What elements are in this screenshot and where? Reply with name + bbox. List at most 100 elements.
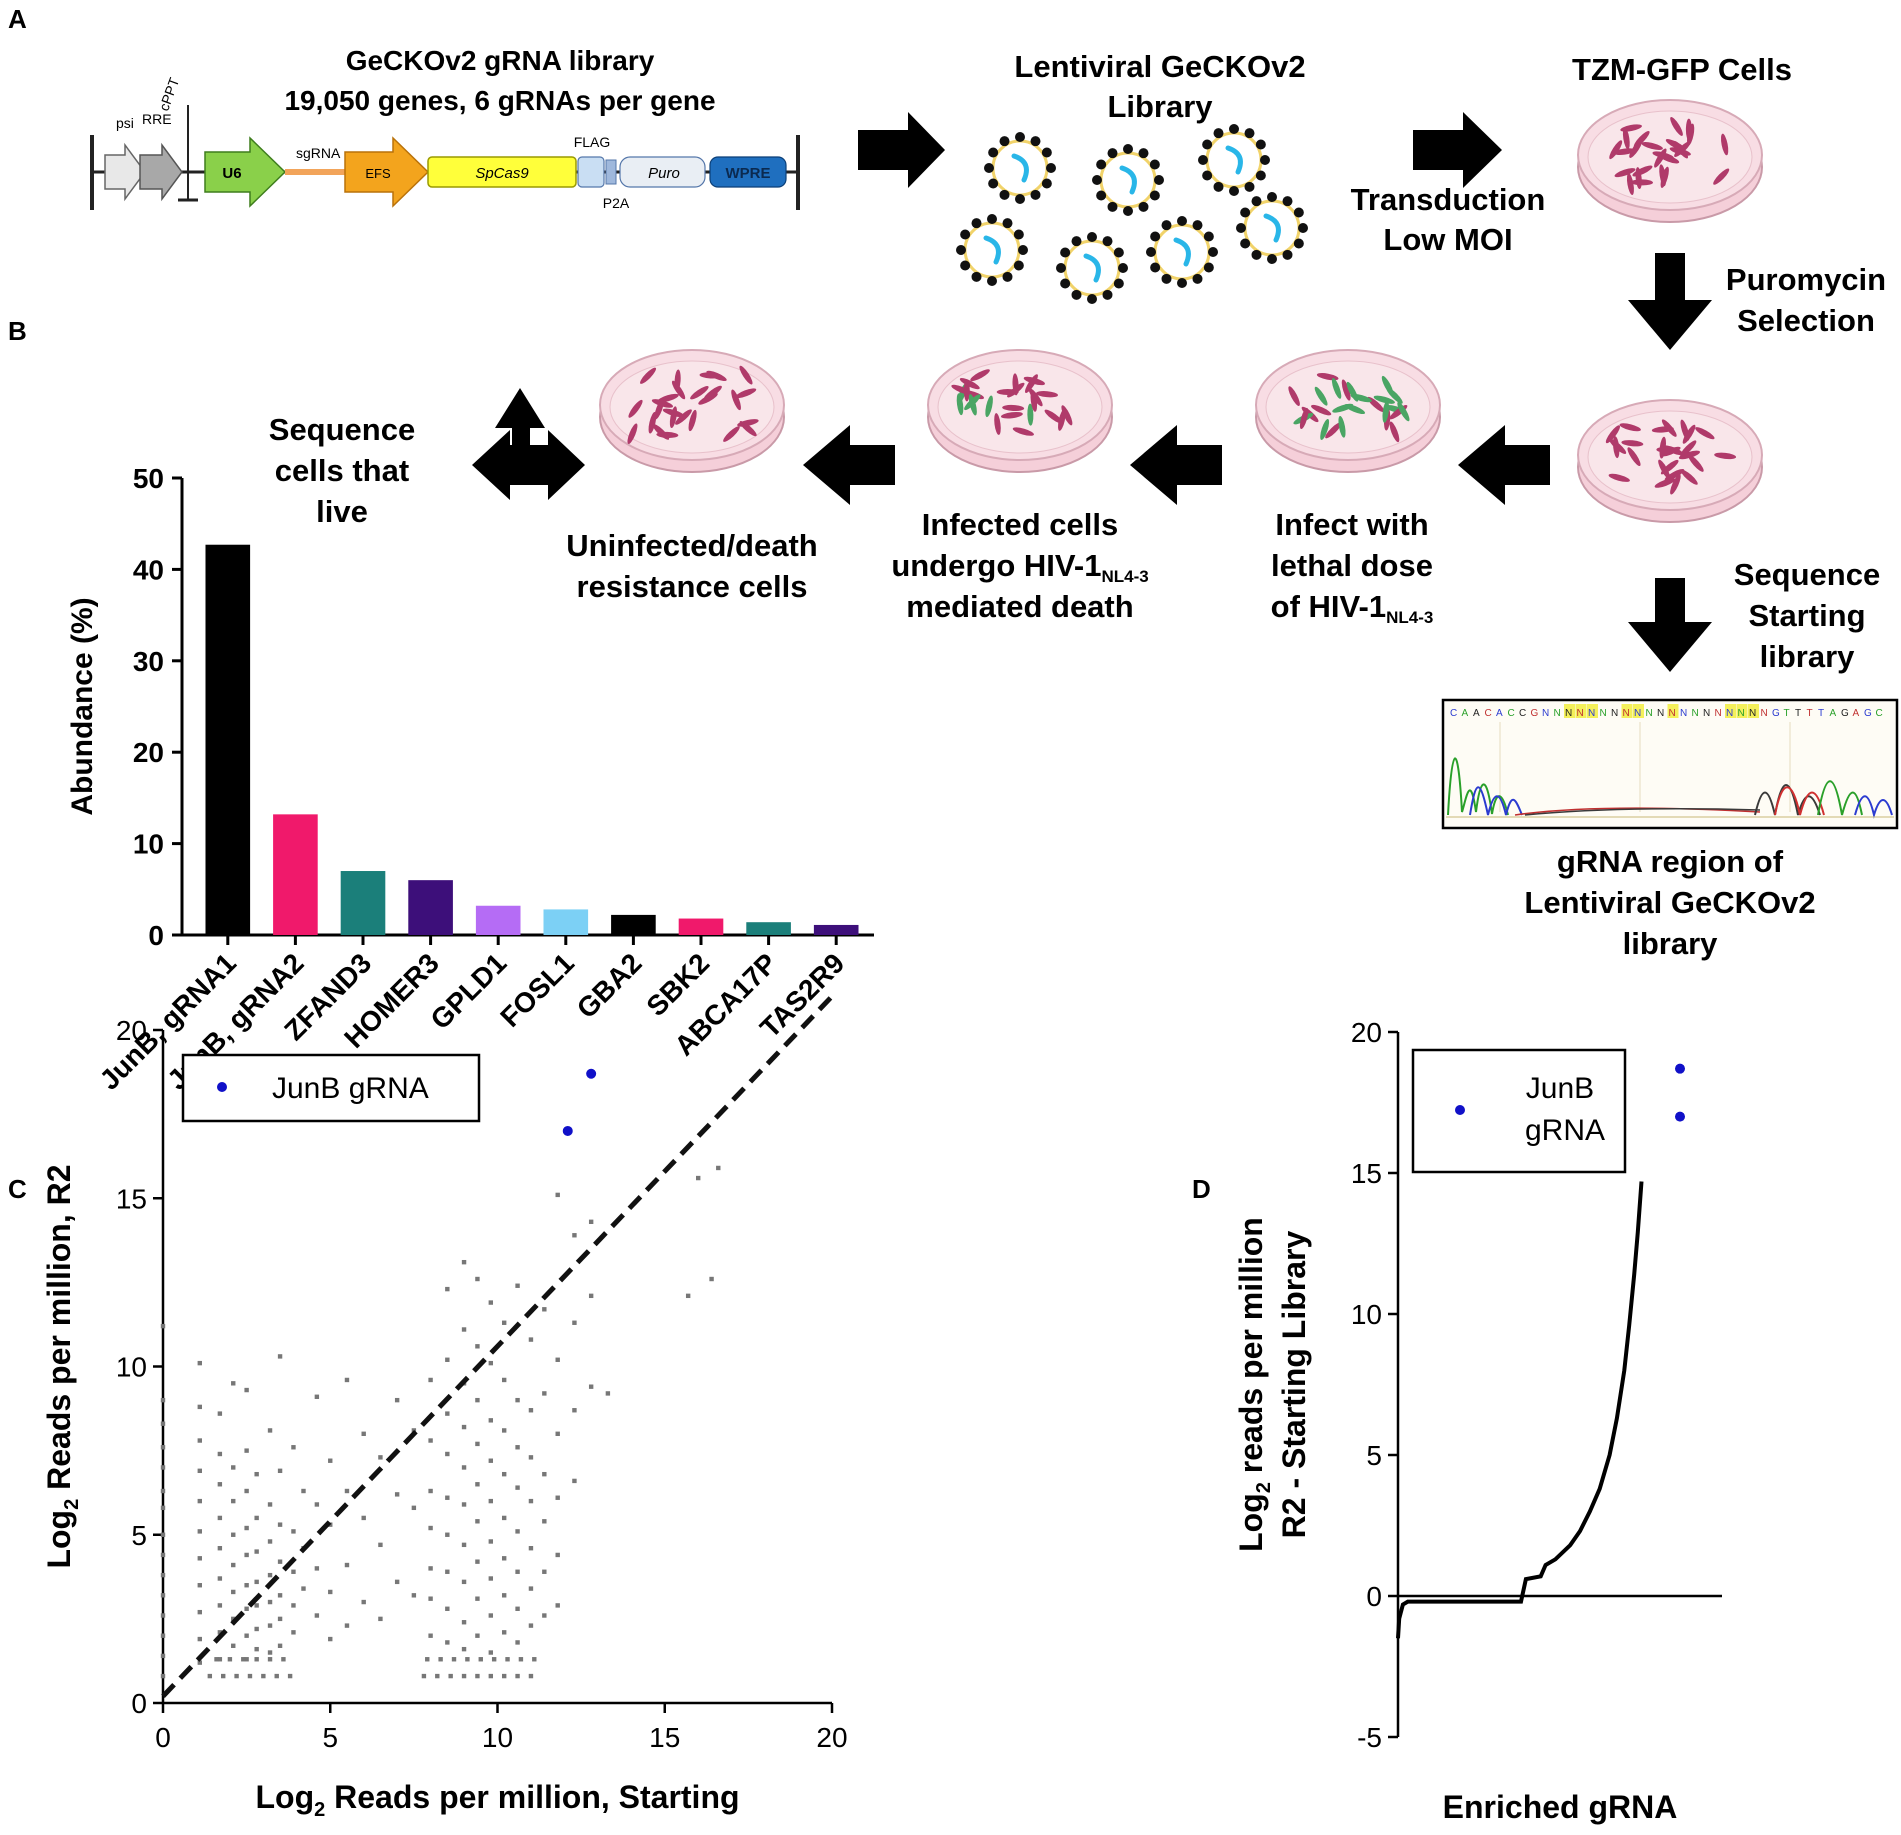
cell [1000,411,1023,419]
cell [1341,379,1351,401]
cell [688,409,697,432]
data-point [254,1515,259,1521]
base-call: N [1634,708,1641,719]
data-point [291,1630,296,1635]
culture-dishes [599,99,1763,523]
data-point [435,1673,440,1679]
virion-spike [1149,190,1160,201]
cell [1682,424,1696,444]
psi-label: psi [116,115,134,131]
virion-spike [1138,201,1149,212]
base-call: N [1715,708,1722,719]
bar [273,814,318,935]
y-tick-label: 10 [133,829,164,860]
data-point [217,1603,223,1608]
data-point [301,1488,306,1494]
data-point [231,1562,236,1568]
data-point [428,1488,433,1494]
data-point [475,1519,480,1524]
data-point [217,1515,223,1521]
data-point [445,1532,450,1537]
cell [1338,416,1346,438]
virion [1056,232,1128,304]
puromycin-label-1: Puromycin [1726,262,1886,297]
virion-spike [1013,229,1024,240]
data-point [488,1613,494,1618]
data-point [277,1616,283,1622]
virion-spike [1244,128,1255,139]
arrow-left-1 [1458,425,1550,505]
data-point [542,1519,547,1524]
virion-spike [1161,273,1172,284]
arrow-down-sequence [1628,578,1712,672]
cell [1660,166,1669,188]
data-point [344,1562,350,1568]
rre-element [139,142,183,202]
legend-label-line1: JunB [1526,1072,1594,1105]
data-point [344,1623,350,1628]
data-point [532,1657,537,1662]
data-point [461,1465,467,1470]
infected-label-3: mediated death [906,589,1133,624]
infected-label-1: Infected cells [922,507,1118,542]
virion-spike [1298,223,1308,233]
data-point [461,1327,467,1332]
virion-spike [971,218,982,229]
virion-spike [1102,236,1113,247]
virion-spike [1255,170,1266,181]
virion-rna [1225,145,1243,175]
data-point [244,1606,249,1611]
cell [1659,446,1681,457]
x-tick-label: GPLD1 [425,947,513,1035]
virion-spike [1150,231,1161,242]
cell [1680,440,1697,457]
base-highlight [1621,704,1633,718]
data-point [160,1633,166,1638]
cell [1654,478,1676,488]
virion-spike [1251,196,1262,207]
virion-spike [1203,231,1214,242]
sequence-live-label-1: Sequence [269,412,415,447]
data-point [488,1673,494,1679]
data-point [605,1391,611,1396]
virion-rna [1119,165,1137,195]
base-call: N [1623,708,1630,719]
base-call: N [1738,708,1745,719]
data-point [244,1387,249,1393]
x-axis-label: Log2 Reads per million, Starting [255,1779,739,1821]
data-point [488,1576,494,1581]
data-point [267,1650,273,1655]
data-point [528,1673,534,1679]
base-call: N [1669,708,1676,719]
cell [1714,452,1737,460]
data-point [378,1542,383,1548]
infected-label-2-sub: NL4-3 [1101,567,1148,586]
y-axis-label-prefix: Log [41,1510,77,1569]
cell [970,369,990,382]
tzm-label: TZM-GFP Cells [1572,52,1792,87]
data-point [244,1525,249,1531]
cell [1720,133,1729,156]
base-call: N [1646,708,1653,719]
y-axis-label-line1: Log2 reads per million [1233,1217,1275,1552]
data-point [528,1455,534,1460]
virion-envelope [991,139,1049,197]
data-point [160,1505,166,1511]
cell [985,395,993,418]
data-point [328,1589,333,1595]
cell [1619,423,1641,432]
base-call: G [1864,708,1872,719]
virion-envelope [1063,239,1121,297]
petri-dish [1577,99,1763,223]
base-call: N [1703,708,1710,719]
data-point [555,1552,560,1558]
flag-tag [577,156,605,188]
virion-envelope [1099,151,1157,209]
resistant-label-2: resistance cells [577,569,808,604]
data-point [361,1431,366,1436]
data-point [254,1646,259,1652]
virion-spike [1202,139,1213,150]
panel-letter-a: A [8,4,27,34]
